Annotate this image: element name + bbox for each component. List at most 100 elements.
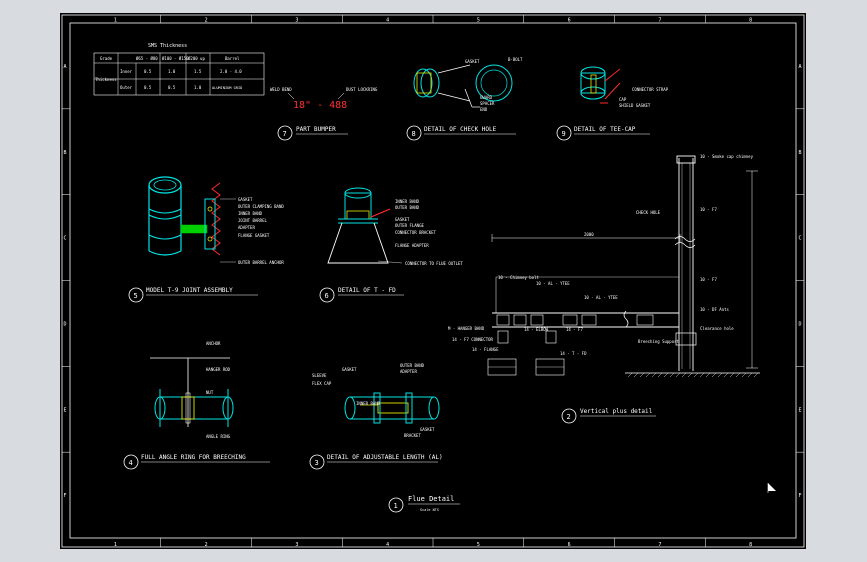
table-cell: 1.5 bbox=[194, 69, 202, 74]
detail-5-number-bubble bbox=[128, 287, 144, 303]
detail-2-label: M - HANGER BAND bbox=[448, 326, 485, 331]
border-number: 8 bbox=[749, 542, 752, 548]
detail-6-label: GASKET bbox=[395, 217, 410, 222]
detail-2-label: Clearance hole bbox=[700, 326, 734, 331]
detail-2-label: 14 - FLANGE bbox=[472, 347, 499, 352]
detail-7-part-bumper: WELD BEND DUST LOCKRING 18" - 488 7 PART… bbox=[270, 87, 378, 141]
detail-8-label: GUARD bbox=[480, 95, 493, 100]
detail-9-title: DETAIL OF TEE-CAP bbox=[574, 126, 636, 133]
detail-2-label: 14 - F7 bbox=[566, 327, 583, 332]
detail-3-number-bubble bbox=[309, 454, 325, 470]
detail-4-title: FULL ANGLE RING FOR BREECHING bbox=[141, 454, 246, 461]
detail-1-title: Flue Detail bbox=[408, 495, 454, 503]
detail-9-number-bubble bbox=[556, 125, 572, 141]
detail-6-label: OUTER FLANGE bbox=[395, 223, 424, 228]
detail-6-label: FLANGE ADAPTER bbox=[395, 243, 429, 248]
detail-2-number: 2 bbox=[567, 413, 571, 421]
detail-1-number: 1 bbox=[394, 502, 398, 510]
detail-7-label-left: WELD BEND bbox=[270, 87, 292, 92]
detail-2-label: Breeching Support bbox=[638, 339, 680, 344]
detail-2-label: 10 - Chimney bolt bbox=[498, 275, 540, 280]
border-letter: B bbox=[64, 150, 67, 156]
border-letter: F bbox=[64, 493, 67, 499]
detail-6-label: INNER BAND bbox=[395, 199, 420, 204]
border-number: 1 bbox=[114, 542, 117, 548]
detail-4-number: 4 bbox=[129, 459, 133, 467]
border-number: 8 bbox=[749, 18, 752, 24]
detail-5-label: FLANGE GASKET bbox=[238, 233, 270, 238]
table-cell: ALUMINIUM GRID bbox=[212, 86, 242, 90]
detail-2-label: 10 - AL - YTEE bbox=[584, 295, 618, 300]
detail-2-label: 14 - F7 CONNECTOR bbox=[452, 337, 494, 342]
border-number: 3 bbox=[295, 18, 298, 24]
detail-6-label: CONNECTOR TO FLUE OUTLET bbox=[405, 261, 463, 266]
detail-2-label: 10 - AL - YTEE bbox=[536, 281, 570, 286]
detail-1-subtitle: Scale NTS bbox=[420, 508, 439, 512]
detail-2-dimension: 2000 bbox=[584, 232, 594, 237]
detail-8-label: SPACER bbox=[480, 101, 495, 106]
detail-2-label: 10 - F7 bbox=[700, 277, 717, 282]
border-letter: F bbox=[799, 493, 802, 499]
border-number: 5 bbox=[477, 542, 480, 548]
detail-4-label: NUT bbox=[206, 390, 214, 395]
table-header-col1: Ø65 - Ø80 bbox=[136, 56, 158, 61]
detail-6-title: DETAIL OF T - FD bbox=[338, 287, 396, 294]
detail-6-label: CONNECTOR BRACKET bbox=[395, 230, 437, 235]
detail-3-label: INNER BAND bbox=[356, 401, 381, 406]
table-row-label: Outer bbox=[120, 85, 133, 90]
detail-5-number: 5 bbox=[134, 292, 138, 300]
border-letter: A bbox=[64, 64, 67, 70]
detail-6-number-bubble bbox=[319, 287, 335, 303]
border-letter: C bbox=[799, 236, 802, 242]
detail-7-dimension: 18" - 488 bbox=[293, 100, 347, 111]
detail-8-number: 8 bbox=[412, 130, 416, 138]
table-row-group: Thickness bbox=[95, 77, 117, 82]
detail-5-joint-assembly: GASKET OUTER CLAMPING BAND INNER BAND JO… bbox=[128, 176, 284, 303]
table-cell: 1.0 bbox=[168, 69, 176, 74]
border-number: 1 bbox=[114, 18, 117, 24]
ground-hatch bbox=[627, 372, 759, 378]
detail-5-label: OUTER BARREL ANCHOR bbox=[238, 260, 284, 265]
border-letter: E bbox=[64, 407, 67, 413]
detail-8-title: DETAIL OF CHECK HOLE bbox=[424, 126, 497, 133]
detail-9-label: SHIELD GASKET bbox=[619, 103, 651, 108]
border-letter: D bbox=[64, 321, 67, 327]
detail-3-label: ADAPTER bbox=[400, 369, 417, 374]
detail-3-adjustable-length: SLEEVE GASKET OUTER BAND ADAPTER FLEX CA… bbox=[309, 363, 443, 470]
detail-2-number-bubble bbox=[561, 408, 577, 424]
detail-2-label: 14 - ELBOW bbox=[524, 327, 549, 332]
sms-thickness-table: SMS Thickness Grade Ø65 - Ø80 Ø100 - Ø15… bbox=[93, 43, 265, 96]
table-header-col2: Ø100 - Ø150 bbox=[162, 56, 189, 61]
detail-2-label: 10 - Smoke cap chimney bbox=[700, 154, 754, 159]
border-letter: C bbox=[64, 236, 67, 242]
detail-3-title: DETAIL OF ADJUSTABLE LENGTH (AL) bbox=[327, 454, 443, 461]
detail-5-label: OUTER CLAMPING BAND bbox=[238, 204, 284, 209]
detail-9-tee-cap: CONNECTOR STRAP CAP SHIELD GASKET 9 DETA… bbox=[556, 66, 669, 141]
table-header-col3: Ø200 up bbox=[188, 56, 205, 61]
border-number: 5 bbox=[477, 18, 480, 24]
detail-8-check-hole: GASKET B-BOLT GUARD SPACER END 8 DETAIL … bbox=[406, 57, 523, 141]
detail-8-number-bubble bbox=[406, 125, 422, 141]
detail-5-title: MODEL T-9 JOINT ASSEMBLY bbox=[146, 287, 233, 294]
detail-7-title: PART BUMPER bbox=[296, 126, 336, 133]
border-number: 7 bbox=[658, 18, 661, 24]
detail-4-number-bubble bbox=[123, 454, 139, 470]
table-cell: 0.5 bbox=[168, 85, 176, 90]
border-number: 6 bbox=[568, 542, 571, 548]
table-cell: 0.5 bbox=[144, 85, 152, 90]
detail-5-label: GASKET bbox=[238, 197, 253, 202]
border-letter: E bbox=[799, 407, 802, 413]
detail-3-number: 3 bbox=[315, 459, 319, 467]
detail-3-label: FLEX CAP bbox=[312, 381, 332, 386]
detail-2-vertical-plus: 2000 10 - Smoke cap chimney CHECK HOLE 1… bbox=[448, 154, 760, 424]
border-number: 2 bbox=[205, 18, 208, 24]
detail-1-number-bubble bbox=[388, 497, 404, 513]
detail-5-label: JOINT BARREL bbox=[238, 218, 267, 223]
detail-4-label: ANGLE RING bbox=[206, 434, 231, 439]
table-cell: 0.5 bbox=[144, 69, 152, 74]
detail-6-t-fd: INNER BAND OUTER BAND GASKET OUTER FLANG… bbox=[319, 187, 463, 303]
detail-7-number: 7 bbox=[283, 130, 287, 138]
detail-9-number: 9 bbox=[562, 130, 566, 138]
